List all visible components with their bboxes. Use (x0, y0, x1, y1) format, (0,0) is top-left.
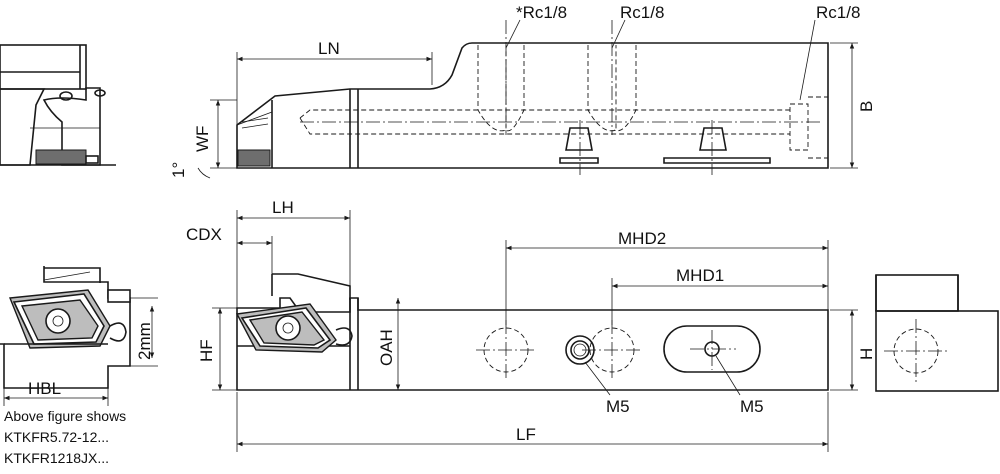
right-end-view (875, 274, 999, 392)
note-line-1: Above figure shows (4, 408, 127, 424)
dim-mhd1-label: MHD1 (676, 266, 724, 285)
dim-lh-label: LH (272, 198, 294, 217)
dim-hbl-label: HBL (28, 379, 61, 398)
bottom-side-view (235, 273, 829, 396)
top-side-view (236, 19, 829, 175)
port-star-label: *Rc1/8 (516, 3, 567, 22)
dim-b-label: B (857, 101, 876, 112)
figure-note: Above figure shows KTKFR5.72-12... KTKFR… (4, 406, 204, 469)
bottom-dimensions (212, 210, 858, 452)
dim-lf-label: LF (516, 425, 536, 444)
screw-m5-right-label: M5 (740, 397, 764, 416)
screw-m5-left-label: M5 (606, 397, 630, 416)
dim-h-label: H (857, 348, 876, 360)
dim-oah-label: OAH (377, 329, 396, 366)
top-dimensions (197, 42, 858, 179)
top-end-view (0, 44, 116, 166)
dim-cdx-label: CDX (186, 225, 222, 244)
port-right-label: Rc1/8 (816, 3, 860, 22)
note-line-3: KTKFR1218JX... (4, 450, 110, 466)
dim-mhd2-label: MHD2 (618, 229, 666, 248)
dim-angle-label: 1° (169, 162, 188, 178)
dim-2mm-label: 2mm (135, 322, 154, 360)
port-middle-label: Rc1/8 (620, 3, 664, 22)
bottom-end-view (0, 266, 158, 406)
note-line-2: KTKFR5.72-12... (4, 429, 110, 445)
dim-ln-label: LN (318, 39, 340, 58)
dim-wf-label: WF (193, 126, 212, 152)
dim-hf-label: HF (197, 339, 216, 362)
